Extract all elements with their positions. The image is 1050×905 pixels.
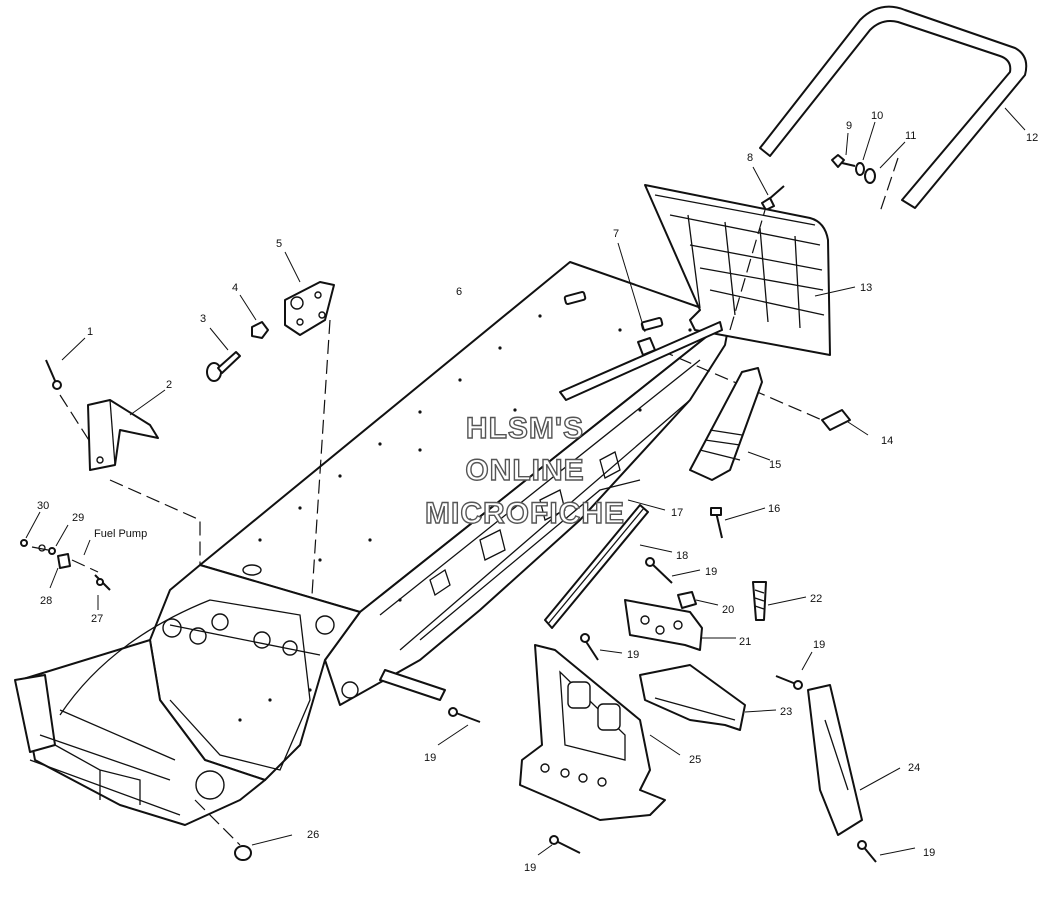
callout-26: 26 bbox=[307, 829, 319, 841]
callout-15: 15 bbox=[769, 459, 781, 471]
callout-5: 5 bbox=[276, 238, 282, 250]
callout-11: 11 bbox=[905, 130, 916, 142]
part-19-rivet-b bbox=[580, 633, 623, 661]
part-8-bolt bbox=[752, 166, 785, 211]
callout-2: 2 bbox=[166, 379, 172, 391]
part-25-footrest bbox=[519, 644, 681, 821]
callout-19-a: 19 bbox=[705, 566, 717, 578]
callout-6: 6 bbox=[456, 286, 462, 298]
callout-12: 12 bbox=[1026, 132, 1038, 144]
callout-28: 28 bbox=[40, 595, 52, 607]
callout-29: 29 bbox=[72, 512, 84, 524]
part-16-rivet bbox=[710, 507, 766, 539]
part-20-block bbox=[677, 591, 719, 609]
callout-16: 16 bbox=[768, 503, 780, 515]
flap-mount-line bbox=[729, 209, 766, 331]
callout-17: 17 bbox=[671, 507, 683, 519]
callout-labels: 1 2 3 4 5 6 7 8 9 10 11 12 13 14 15 16 1… bbox=[37, 110, 1038, 874]
part-19-rivet-e bbox=[537, 835, 581, 856]
callout-18: 18 bbox=[676, 550, 688, 562]
fuel-pump-hardware bbox=[20, 511, 111, 610]
callout-19-d: 19 bbox=[813, 639, 825, 651]
part-24-trim bbox=[807, 684, 901, 836]
part-12-grab-bar bbox=[759, 5, 1028, 209]
callout-19-e: 19 bbox=[524, 862, 536, 874]
callout-25: 25 bbox=[689, 754, 701, 766]
callout-19-f: 19 bbox=[923, 847, 935, 859]
callout-13: 13 bbox=[860, 282, 872, 294]
part-26-cap bbox=[194, 799, 293, 861]
callout-3: 3 bbox=[200, 313, 206, 325]
part-21-bracket bbox=[624, 599, 736, 651]
callout-22: 22 bbox=[810, 593, 822, 605]
part-17-rail bbox=[559, 321, 723, 511]
part-1-bolt bbox=[45, 337, 93, 446]
callout-9: 9 bbox=[846, 120, 852, 132]
callout-8: 8 bbox=[747, 152, 753, 164]
callout-14: 14 bbox=[881, 435, 893, 447]
callout-7: 7 bbox=[613, 228, 619, 240]
part-18-slide-strip bbox=[544, 504, 673, 629]
callout-24: 24 bbox=[908, 762, 920, 774]
part-19-rivet-a bbox=[645, 557, 701, 584]
part-4-nut bbox=[239, 294, 269, 339]
callout-4: 4 bbox=[232, 282, 238, 294]
callout-27: 27 bbox=[91, 613, 103, 625]
fuel-pump-label: Fuel Pump bbox=[94, 528, 147, 540]
part-19-rivet-c bbox=[437, 707, 481, 746]
part-22-bolt bbox=[752, 581, 807, 621]
watermark-line-1: HLSM'S bbox=[466, 412, 584, 445]
part-10-washer bbox=[855, 121, 876, 176]
callout-1: 1 bbox=[87, 326, 93, 338]
part-3-bolt bbox=[206, 327, 241, 382]
callout-21: 21 bbox=[739, 636, 751, 648]
part-7-bolt bbox=[617, 242, 656, 356]
part-5-bracket bbox=[284, 251, 335, 596]
callout-19-c: 19 bbox=[424, 752, 436, 764]
callout-19-b: 19 bbox=[627, 649, 639, 661]
part-19-rivet-d bbox=[775, 651, 813, 690]
part-19-rivet-f bbox=[857, 840, 916, 863]
callout-20: 20 bbox=[722, 604, 734, 616]
part-23-bracket bbox=[639, 664, 777, 731]
chassis-tunnel bbox=[14, 261, 731, 826]
callout-30: 30 bbox=[37, 500, 49, 512]
part-13-rear-flap bbox=[644, 184, 856, 356]
part-15-rail-guard bbox=[689, 367, 771, 481]
callout-23: 23 bbox=[780, 706, 792, 718]
callout-10: 10 bbox=[871, 110, 883, 122]
watermark-line-3: MICROFICHE bbox=[425, 497, 625, 530]
watermark-line-2: ONLINE bbox=[465, 454, 584, 487]
part-11-washer bbox=[864, 141, 906, 213]
part-2-bracket bbox=[87, 389, 201, 565]
part-9-bolt bbox=[831, 132, 856, 168]
watermark: HLSM'S ONLINE MICROFICHE bbox=[424, 411, 625, 530]
